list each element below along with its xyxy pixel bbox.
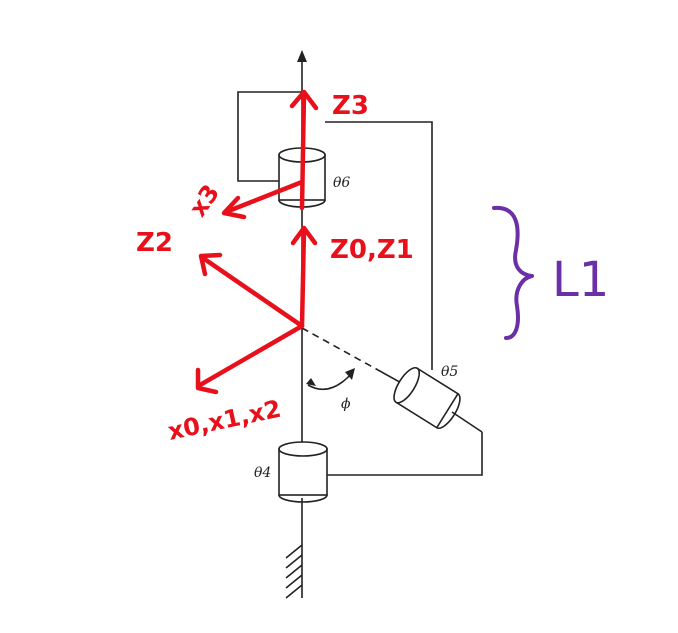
z0-z1-arrowhead: [290, 225, 318, 246]
end-effector-frame: [237, 91, 302, 182]
axis-arrowhead: [297, 50, 307, 62]
theta5-axis-out: [451, 411, 483, 433]
dashed-offset-line: [301, 327, 379, 371]
z2-label: Z2: [136, 228, 173, 258]
z2-arrowhead: [198, 252, 223, 277]
x3-label: x3: [184, 179, 225, 221]
x3-axis-arrow: [223, 179, 305, 215]
mechanism: θ6 θ5 θ4 ϕ: [237, 50, 483, 599]
z0-z1-label: Z0,Z1: [330, 235, 414, 265]
L1-label: L1: [552, 252, 609, 308]
lower-link: [327, 432, 483, 476]
theta5-label: θ5: [441, 364, 458, 380]
z0-z1-axis-arrow: [299, 227, 307, 329]
theta6-label: θ6: [333, 175, 350, 191]
length-annotation: L1: [492, 205, 609, 340]
joint-theta5-cylinder: [393, 366, 461, 429]
joint-theta4-cylinder: [278, 441, 328, 503]
phi-arrow-left: [306, 378, 316, 386]
z3-arrowhead: [289, 89, 319, 111]
ground-hatching: [285, 544, 303, 599]
z3-axis-arrow: [299, 91, 307, 211]
x0-x1-x2-label: x0,x1,x2: [165, 395, 283, 446]
x-axes-arrow: [197, 323, 305, 388]
phi-arc: [307, 371, 354, 391]
z2-axis-arrow: [200, 255, 305, 329]
frame-annotations: Z3 x3 Z0,Z1 Z2 x0,x1,x2: [136, 89, 414, 446]
z3-label: Z3: [332, 91, 369, 121]
phi-arrow-right: [345, 368, 355, 380]
phi-label: ϕ: [341, 396, 351, 412]
x-axes-arrowhead: [195, 367, 219, 395]
brace: [492, 205, 534, 340]
x3-arrowhead: [221, 195, 247, 220]
theta4-label: θ4: [254, 465, 271, 481]
upper-link: [325, 121, 433, 370]
